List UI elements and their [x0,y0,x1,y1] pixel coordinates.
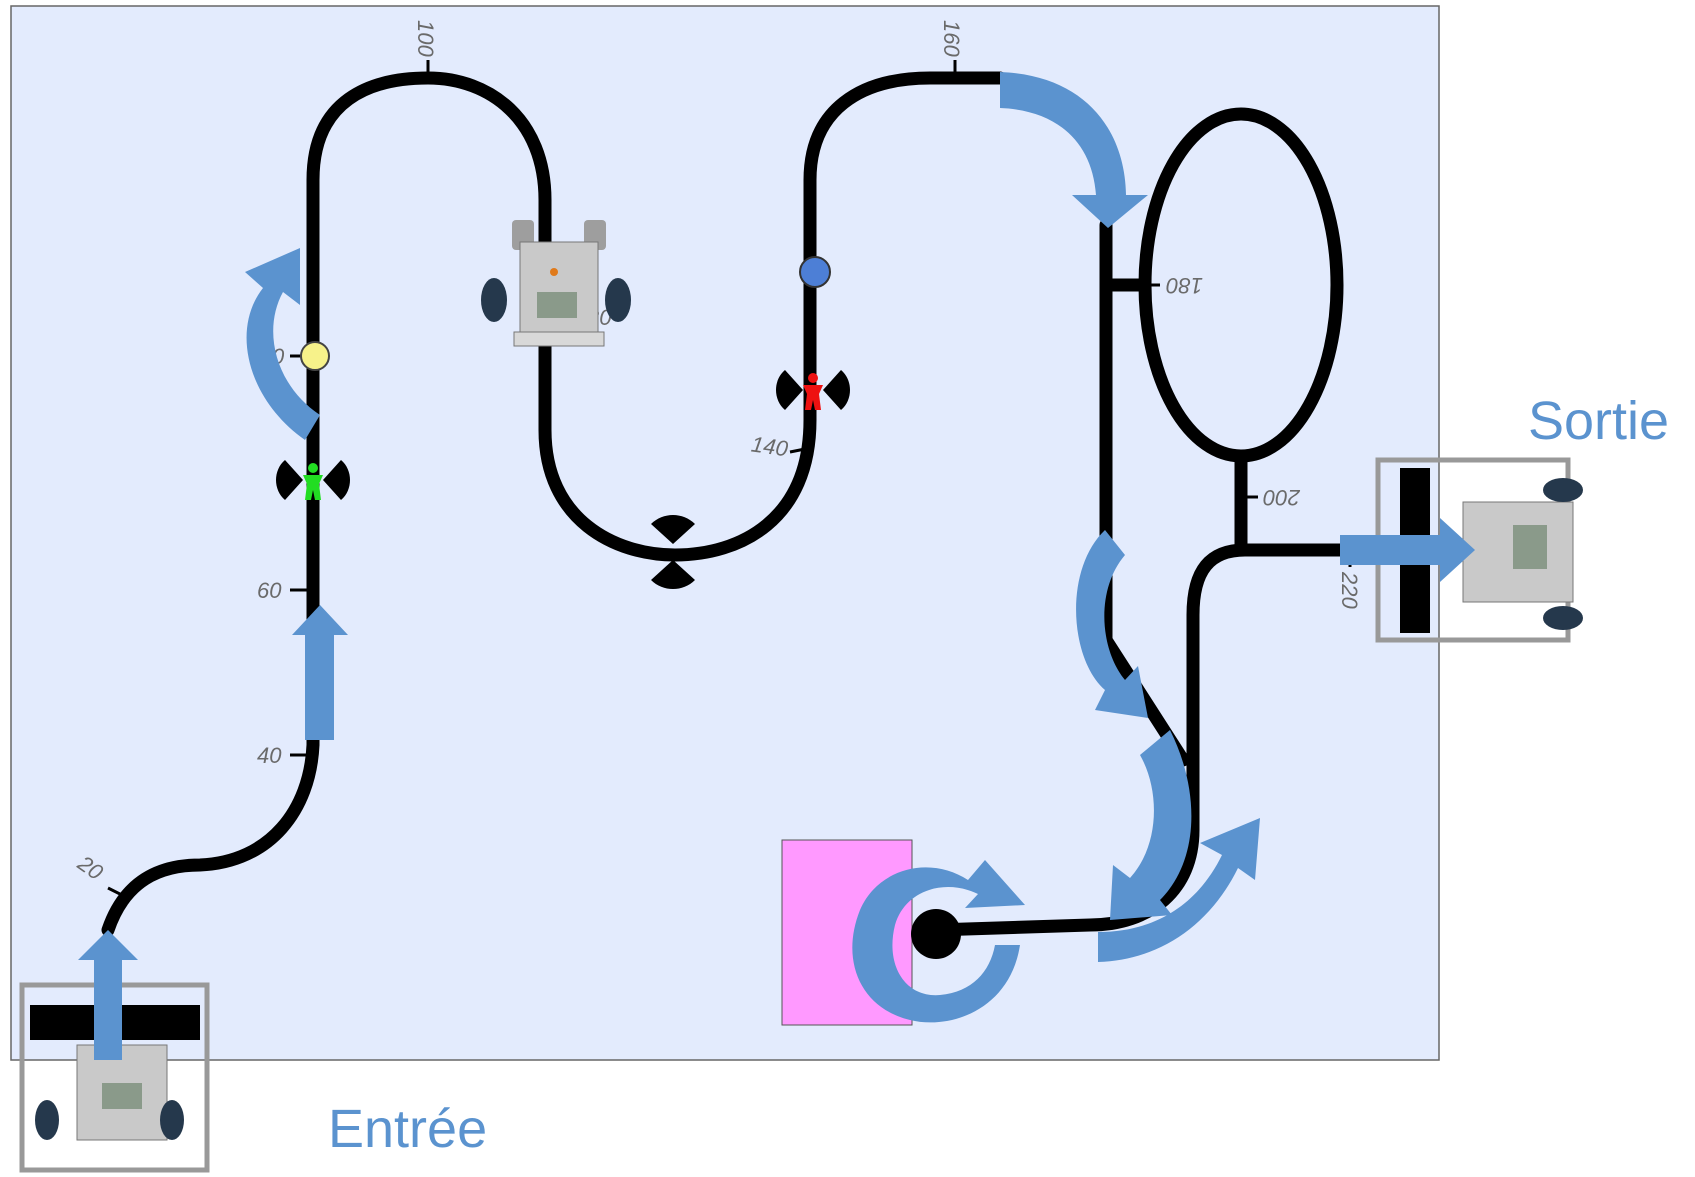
arrow-curve-up-right [1098,818,1260,962]
mark-180-label: 180 [1166,273,1203,298]
robot-icon [481,220,631,347]
arrow-loop-around-target [852,860,1025,1023]
mark-140-label: 140 [750,431,791,461]
arrow-curve-down-bottom [1110,730,1192,920]
board-surface [10,5,1440,1061]
arrow-curve-left [245,248,320,440]
mark-60-label: 60 [257,578,282,603]
exit-label: Sortie [1528,391,1670,451]
mark-100-label: 100 [413,20,438,57]
end-point-dot [911,909,961,959]
mark-200-label: 200 [1263,485,1301,510]
mark-40-label: 40 [257,743,282,768]
arrow-curve-down-right [1000,72,1148,228]
bowtie-marker-green [276,460,350,500]
mark-220-label: 220 [1337,571,1362,609]
arrow-up-start [78,930,138,1060]
arrow-curve-down-mid [1076,530,1148,718]
bowtie-marker-bottom [651,515,695,589]
direction-arrows [78,72,1475,1060]
bowtie-marker-red [776,370,850,410]
yellow-marker-dot [300,341,330,371]
blue-marker-dot [799,256,831,288]
arrow-up-middle [292,605,348,740]
entry-label: Entrée [328,1099,488,1159]
mark-160-label: 160 [939,20,964,57]
arrow-right-exit [1340,518,1475,582]
